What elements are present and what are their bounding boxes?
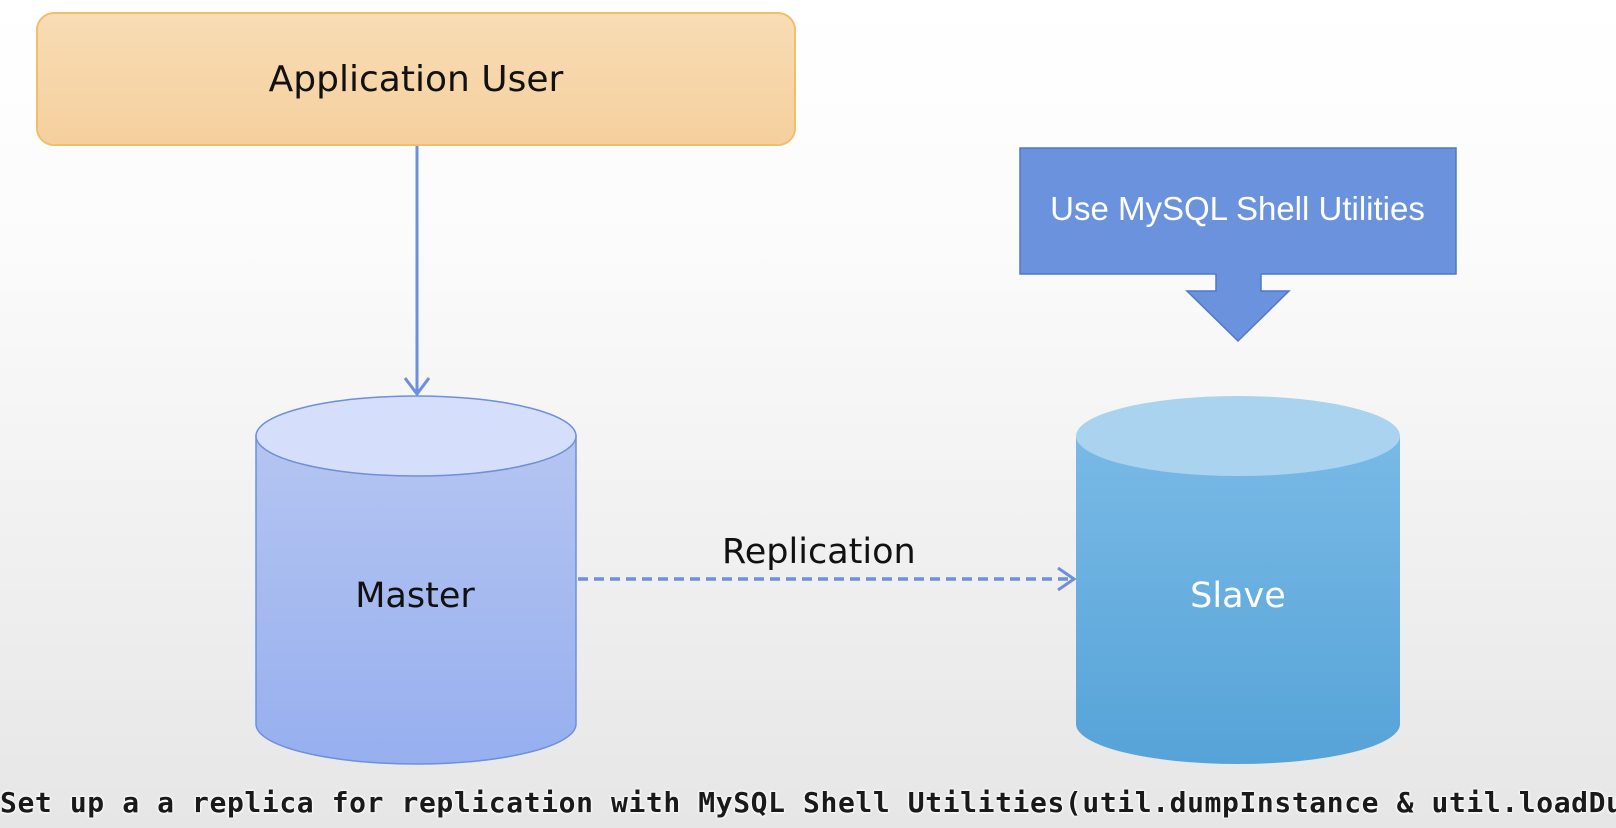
slave-cylinder (1076, 396, 1400, 764)
callout-down-arrow-shape (1019, 147, 1457, 343)
application-user-box: Application User (36, 12, 796, 146)
caption-text: Set up a a replica for replication with … (0, 786, 1616, 819)
replication-arrow (578, 566, 1077, 592)
replication-label: Replication (722, 532, 916, 572)
user-to-master-arrow (403, 146, 431, 397)
application-user-label: Application User (268, 58, 564, 100)
callout-label: Use MySQL Shell Utilities (1050, 190, 1425, 227)
master-label: Master (355, 576, 475, 616)
slave-label: Slave (1190, 576, 1286, 616)
master-cylinder (255, 395, 577, 765)
